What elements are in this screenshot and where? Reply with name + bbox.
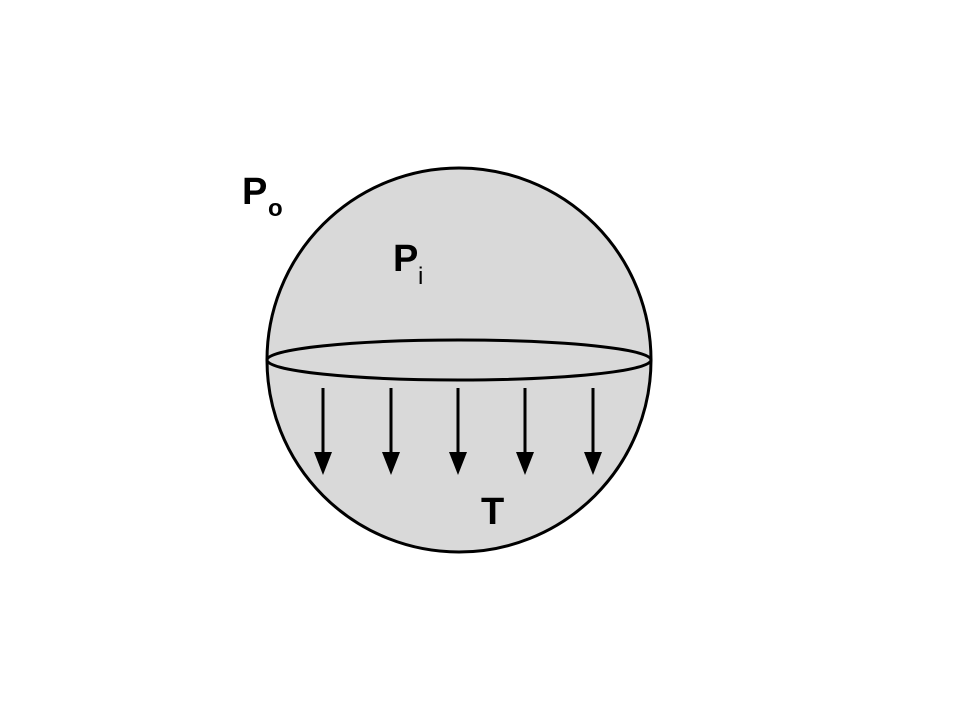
tension-arrow [449,388,467,475]
tension-arrow [516,388,534,475]
tension-label: T [481,491,504,533]
tension-arrow [382,388,400,475]
outside-pressure-subscript: o [268,195,283,222]
tension-arrow [584,388,602,475]
inside-pressure-symbol: P [393,238,418,280]
inside-pressure-label: P i [393,238,423,290]
tension-arrows [314,388,602,475]
outside-pressure-label: P o [242,171,283,222]
outside-pressure-symbol: P [242,171,267,213]
equatorial-section [265,338,653,382]
inside-pressure-subscript: i [418,263,423,290]
tension-arrow [314,388,332,475]
